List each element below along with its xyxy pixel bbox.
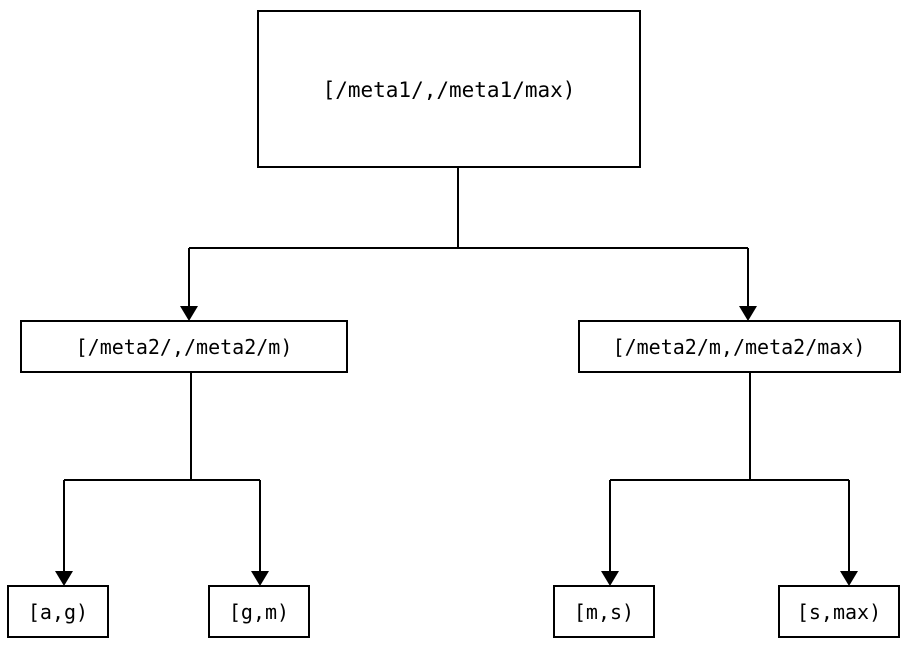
edge-group: [55, 167, 858, 586]
node-leaf-1[interactable]: [a,g): [6, 584, 110, 639]
node-mid-left[interactable]: [/meta2/,/meta2/m): [19, 319, 349, 374]
node-leaf-4[interactable]: [s,max): [777, 584, 901, 639]
node-mid-right-label: [/meta2/m,/meta2/max): [613, 335, 866, 359]
node-mid-left-box[interactable]: [19, 319, 349, 374]
node-mid-left-label: [/meta2/,/meta2/m): [76, 335, 293, 359]
node-leaf-2-box[interactable]: [207, 584, 311, 639]
arrowhead-mid-right: [739, 306, 757, 321]
node-leaf-4-box[interactable]: [777, 584, 901, 639]
arrowhead-leaf-3: [601, 571, 619, 586]
arrowhead-leaf-2: [251, 571, 269, 586]
node-root-label: [/meta1/,/meta1/max): [323, 78, 576, 102]
node-leaf-1-label: [a,g): [28, 600, 88, 624]
arrowhead-mid-left: [180, 306, 198, 321]
node-root[interactable]: [/meta1/,/meta1/max): [256, 9, 642, 169]
node-leaf-3-label: [m,s): [574, 600, 634, 624]
node-mid-right-box[interactable]: [577, 319, 902, 374]
node-leaf-2[interactable]: [g,m): [207, 584, 311, 639]
arrowhead-leaf-4: [840, 571, 858, 586]
node-mid-right[interactable]: [/meta2/m,/meta2/max): [577, 319, 902, 374]
node-leaf-1-box[interactable]: [6, 584, 110, 639]
node-leaf-3[interactable]: [m,s): [552, 584, 656, 639]
node-leaf-2-label: [g,m): [229, 600, 289, 624]
node-leaf-3-box[interactable]: [552, 584, 656, 639]
node-root-box[interactable]: [256, 9, 642, 169]
node-leaf-4-label: [s,max): [797, 600, 881, 624]
arrowhead-leaf-1: [55, 571, 73, 586]
